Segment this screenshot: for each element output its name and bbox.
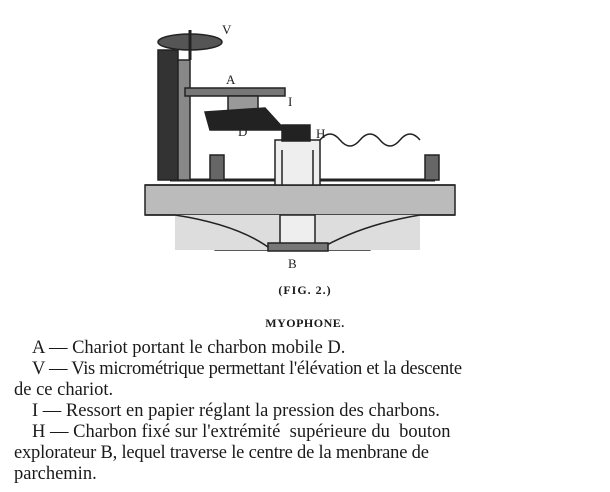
legend-line: I — Ressort en papier réglant la pressio…	[32, 401, 440, 421]
legend-line: explorateur B, lequel traverse le centre…	[14, 443, 429, 463]
label-a: A	[226, 72, 236, 87]
legend-line: H — Charbon fixé sur l'extrémité supérie…	[32, 422, 451, 442]
legend-line: V — Vis micrométrique permettant l'éléva…	[32, 359, 462, 379]
label-i: I	[288, 94, 292, 109]
legend-line: A — Chariot portant le charbon mobile D.	[32, 338, 346, 358]
label-h: H	[316, 126, 325, 141]
legend-line: de ce chariot.	[14, 380, 114, 400]
figure-title: MYOPHONE.	[265, 316, 345, 330]
myophone-engraving: V A I D H B	[144, 22, 456, 271]
figure-caption: (FIG. 2.)	[278, 283, 332, 297]
label-d: D	[238, 124, 247, 139]
label-v: V	[222, 22, 232, 37]
label-b: B	[288, 256, 297, 271]
legend-line: parchemin.	[14, 464, 97, 484]
